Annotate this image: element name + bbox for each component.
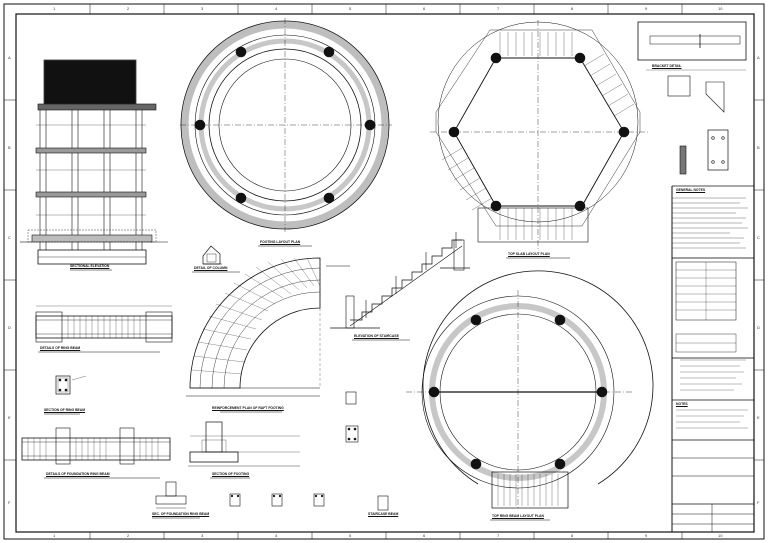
grid-label-B-r: B	[757, 145, 760, 150]
bracket-detail-title: BRACKET DETAIL	[652, 64, 682, 68]
grid-label-A-r: A	[757, 55, 760, 60]
grid-label-7-b: 7	[497, 533, 500, 538]
ring-beam-detail-a	[35, 305, 173, 343]
stair-section-title: ELEVATION OF STAIRCASE	[354, 334, 399, 338]
footing-plan-title: FOOTING LAYOUT PLAN	[260, 240, 301, 244]
general-notes-header: GENERAL NOTES	[676, 188, 706, 192]
grid-label-6-t: 6	[423, 6, 426, 11]
ring-beam-detail-b	[21, 427, 171, 465]
grid-label-E-r: E	[757, 415, 760, 420]
grid-label-10-t: 10	[718, 6, 723, 11]
grid-label-C-r: C	[757, 235, 760, 240]
footing-section-title: SECTION OF FOOTING	[212, 472, 250, 476]
foundation-beam-section	[155, 481, 187, 509]
ring-beam-layout-plan	[406, 270, 654, 510]
section-a-title: SECTION OF RING BEAM	[44, 408, 86, 412]
reinforcement-plan	[186, 257, 321, 397]
bracket-detail	[637, 21, 747, 175]
grid-label-4-b: 4	[275, 533, 278, 538]
grid-label-4-t: 4	[275, 6, 278, 11]
stair-beam-title: STAIRCASE BEAM	[368, 512, 399, 516]
grid-label-3-b: 3	[201, 533, 204, 538]
grid-label-F-r: F	[757, 500, 760, 505]
grid-label-B-l: B	[8, 145, 11, 150]
grid-label-A-l: A	[8, 55, 11, 60]
grid-label-8-b: 8	[571, 533, 574, 538]
grid-label-10-b: 10	[718, 533, 723, 538]
outer-border	[3, 3, 765, 540]
column-detail-title: DETAIL OF COLUMN	[194, 266, 228, 270]
grid-label-8-t: 8	[571, 6, 574, 11]
grid-label-F-l: F	[8, 500, 11, 505]
top-slab-plan-title: TOP SLAB LAYOUT PLAN	[508, 252, 550, 256]
ring-beam-section	[55, 375, 87, 395]
notes-header: NOTES	[676, 402, 688, 406]
grid-label-D-r: D	[757, 325, 760, 330]
grid-label-2-t: 2	[127, 6, 130, 11]
elevation-title: SECTIONAL ELEVATION	[70, 264, 110, 268]
title-block	[671, 185, 755, 532]
grid-label-1-b: 1	[53, 533, 56, 538]
grid-label-C-l: C	[8, 235, 11, 240]
grid-label-5-b: 5	[349, 533, 352, 538]
grid-label-1-t: 1	[53, 6, 56, 11]
grid-label-7-t: 7	[497, 6, 500, 11]
grid-label-D-l: D	[8, 325, 11, 330]
grid-ticks	[4, 4, 764, 539]
grid-label-2-b: 2	[127, 533, 130, 538]
staircase-elevation	[326, 232, 470, 329]
grid-label-9-b: 9	[645, 533, 648, 538]
grid-label-5-t: 5	[349, 6, 352, 11]
footing-layout-plan	[180, 18, 392, 232]
ring-beam-plan-title: TOP RING BEAM LAYOUT PLAN	[492, 514, 544, 518]
footing-section	[188, 421, 300, 467]
section-b-title: SEC. OF FOUNDATION RING BEAM	[152, 512, 210, 516]
small-beam-sections	[229, 391, 389, 511]
reinf-plan-title: REINFORCEMENT PLAN OF RAFT FOOTING	[212, 406, 284, 410]
sectional-elevation	[20, 59, 168, 265]
column-detail	[202, 245, 222, 265]
beam-a-title: DETAILS OF RING BEAM	[40, 346, 81, 350]
beam-b-title: DETAILS OF FOUNDATION RING BEAM	[46, 472, 110, 476]
top-slab-plan	[430, 20, 650, 250]
grid-label-3-t: 3	[201, 6, 204, 11]
grid-label-E-l: E	[8, 415, 11, 420]
grid-label-6-b: 6	[423, 533, 426, 538]
grid-label-9-t: 9	[645, 6, 648, 11]
